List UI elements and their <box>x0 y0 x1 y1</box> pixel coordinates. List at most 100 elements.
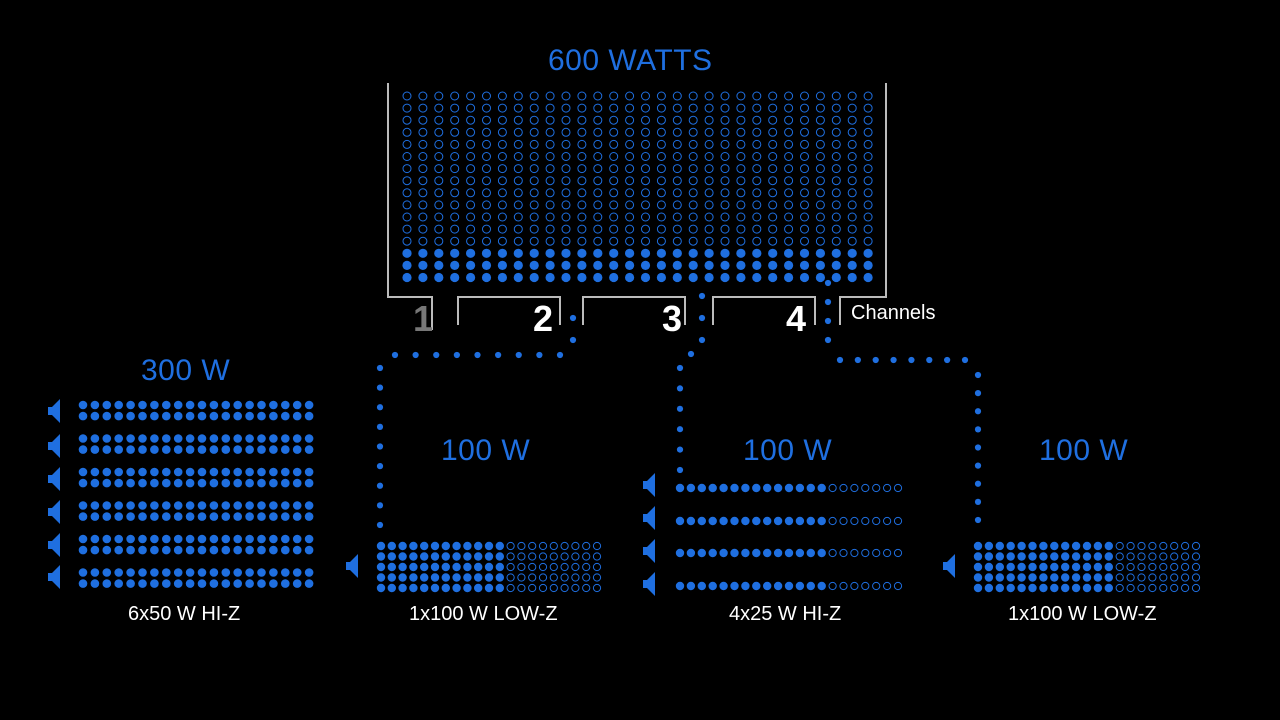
power-unit <box>561 272 571 283</box>
power-unit <box>641 236 650 246</box>
power-unit <box>641 164 650 174</box>
power-unit <box>883 516 892 526</box>
power-unit <box>1115 562 1124 572</box>
power-unit <box>102 568 112 577</box>
power-unit <box>1061 573 1070 582</box>
power-unit <box>883 581 892 591</box>
power-unit <box>269 579 278 588</box>
power-unit <box>102 512 112 521</box>
power-unit <box>973 552 983 561</box>
power-unit <box>529 115 539 125</box>
power-unit <box>409 583 418 593</box>
power-unit <box>185 579 195 588</box>
power-unit <box>233 445 242 454</box>
path-dot <box>536 351 543 359</box>
power-unit <box>784 548 794 558</box>
power-unit <box>482 224 491 234</box>
power-unit <box>672 176 682 186</box>
power-unit <box>1170 583 1179 593</box>
power-unit <box>209 467 219 477</box>
power-unit <box>418 260 428 270</box>
power-unit <box>185 568 195 577</box>
power-unit <box>497 91 507 101</box>
power-unit <box>582 541 591 551</box>
power-unit <box>831 224 841 234</box>
power-unit <box>162 400 171 410</box>
power-unit <box>736 91 746 101</box>
power-unit <box>430 562 440 572</box>
power-unit <box>376 541 386 551</box>
channel-4-load <box>973 541 1201 593</box>
power-unit <box>430 583 440 593</box>
power-unit <box>593 91 603 101</box>
power-unit <box>640 260 651 270</box>
power-unit <box>78 512 88 521</box>
power-unit <box>463 573 472 582</box>
power-unit <box>625 103 635 113</box>
power-unit <box>800 139 809 149</box>
power-unit <box>741 548 750 558</box>
power-unit <box>625 212 635 222</box>
power-unit <box>466 260 476 270</box>
power-unit <box>466 272 476 283</box>
power-unit <box>528 583 537 593</box>
power-unit <box>1148 573 1157 582</box>
power-unit <box>593 260 603 270</box>
path-dot <box>376 463 384 470</box>
power-unit <box>641 152 650 161</box>
power-unit <box>434 103 444 113</box>
power-unit <box>513 200 523 210</box>
power-unit <box>517 562 526 572</box>
power-unit <box>90 534 100 544</box>
power-unit <box>209 568 219 577</box>
power-unit <box>409 573 418 582</box>
power-unit <box>571 583 580 593</box>
power-unit <box>730 581 739 591</box>
power-unit <box>185 534 195 544</box>
power-unit <box>784 139 794 149</box>
power-unit <box>1071 562 1081 572</box>
power-unit <box>162 411 171 421</box>
power-unit <box>138 534 147 544</box>
power-unit <box>209 534 219 544</box>
power-unit <box>672 260 682 270</box>
power-unit <box>441 541 450 551</box>
power-unit <box>209 411 219 421</box>
power-unit <box>1181 562 1190 572</box>
power-unit <box>592 541 602 551</box>
power-unit <box>625 164 635 174</box>
power-unit <box>281 467 290 477</box>
power-unit <box>784 103 794 113</box>
power-unit <box>1137 573 1146 582</box>
power-unit <box>831 248 841 258</box>
power-unit <box>245 467 254 477</box>
power-unit <box>893 548 903 558</box>
power-unit <box>90 501 100 510</box>
power-unit <box>484 573 494 582</box>
power-unit <box>466 164 476 174</box>
power-unit <box>185 512 195 521</box>
power-unit <box>736 164 746 174</box>
power-unit <box>784 91 794 101</box>
power-unit <box>800 164 809 174</box>
power-unit <box>571 573 580 582</box>
power-unit <box>815 260 826 270</box>
power-unit <box>173 478 183 488</box>
power-unit <box>686 581 696 591</box>
power-unit <box>704 115 714 125</box>
path-dot <box>974 371 982 379</box>
power-unit <box>292 568 302 577</box>
power-unit <box>402 164 412 174</box>
power-unit <box>1104 541 1114 551</box>
power-unit <box>150 534 159 544</box>
power-unit <box>114 534 123 544</box>
power-unit <box>441 583 450 593</box>
path-dot <box>926 356 933 364</box>
power-unit <box>863 224 873 234</box>
power-unit <box>245 501 254 510</box>
power-unit <box>688 115 698 125</box>
power-unit <box>593 176 603 186</box>
power-unit <box>817 483 826 493</box>
power-unit <box>126 579 135 588</box>
power-unit <box>376 552 386 561</box>
